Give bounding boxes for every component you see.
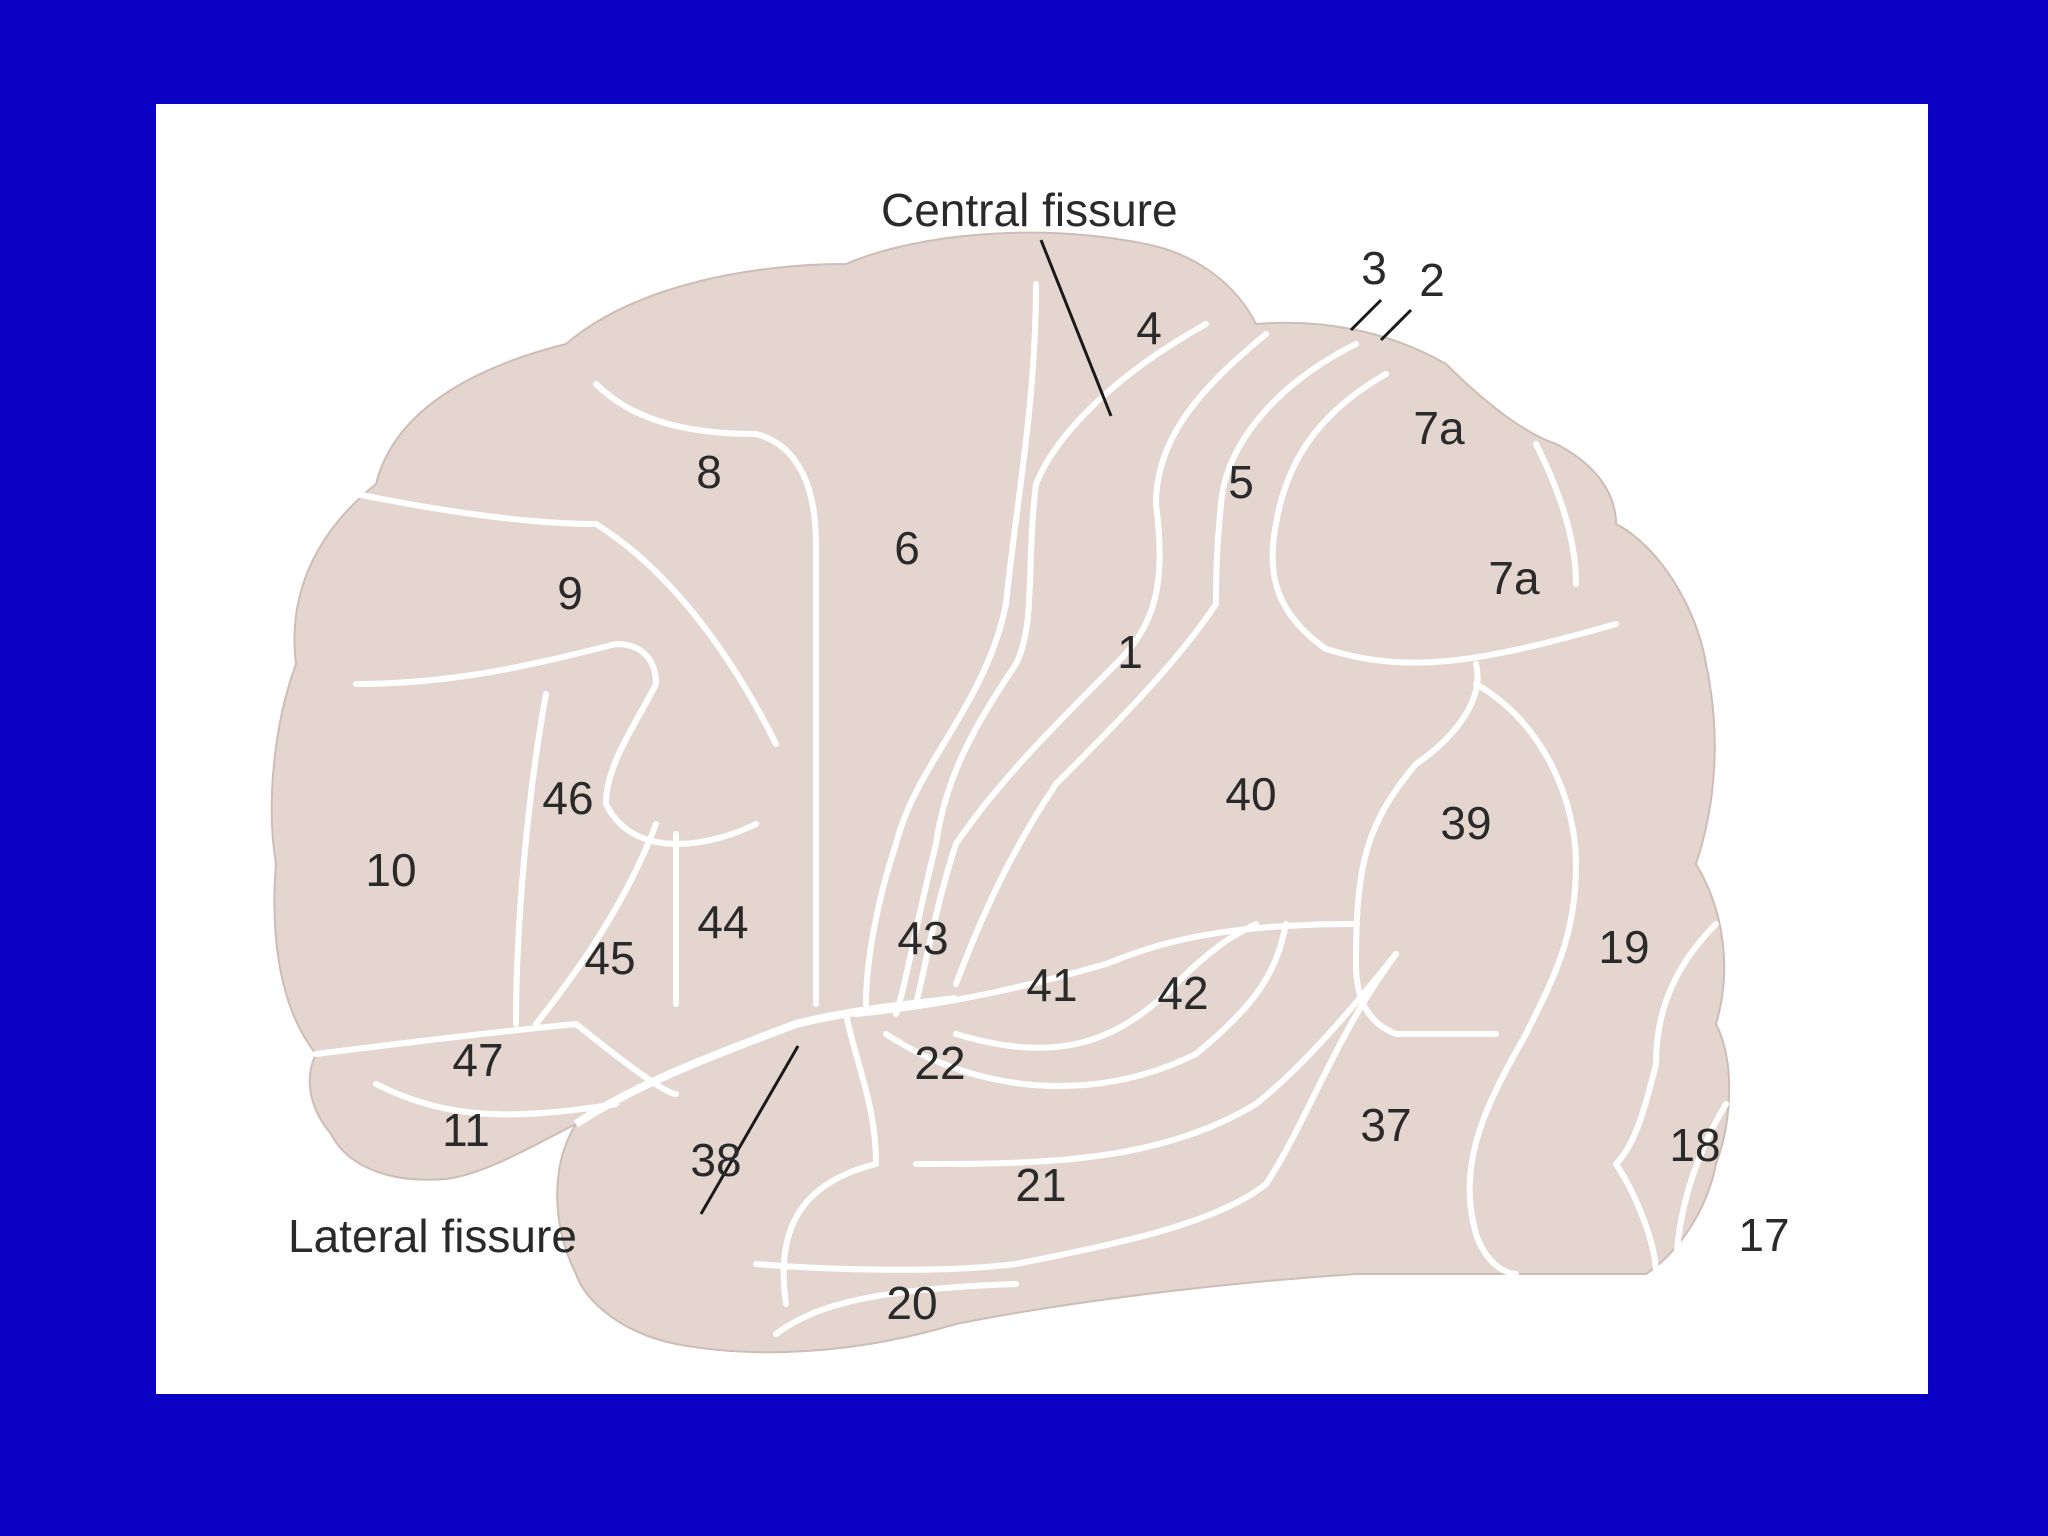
- boundary-10-46: [353, 641, 759, 847]
- central-fissure-label: Central fissure: [881, 184, 1178, 236]
- area-label-41: 41: [1026, 959, 1077, 1011]
- area-label-19: 19: [1598, 921, 1649, 973]
- boundary-7a-inner: [1533, 441, 1579, 587]
- area-label-42: 42: [1157, 967, 1208, 1019]
- boundary-5-7a: [1269, 371, 1619, 666]
- area-label-22: 22: [914, 1037, 965, 1089]
- area-label-43: 43: [897, 912, 948, 964]
- lateral-fissure-gap: [573, 995, 957, 1128]
- area-label-46: 46: [542, 772, 593, 824]
- boundary-19-18: [1613, 921, 1719, 1277]
- boundary-20: [773, 1281, 1019, 1337]
- area-label-2: 2: [1419, 254, 1445, 306]
- area-label-39: 39: [1440, 797, 1491, 849]
- area-label-7a-upper: 7a: [1413, 402, 1465, 454]
- diagram-panel: Central fissure Lateral fissure 3 2 4 8 …: [156, 104, 1928, 1394]
- area-2-leader: [1379, 308, 1413, 342]
- boundary-42: [953, 921, 1259, 1051]
- area-label-45: 45: [584, 932, 635, 984]
- lateral-fissure-label: Lateral fissure: [288, 1210, 577, 1262]
- cerebrum-outline: [270, 231, 1731, 1354]
- boundary-6-4: [863, 281, 1039, 1007]
- area-label-1: 1: [1117, 626, 1143, 678]
- area-label-38: 38: [690, 1134, 741, 1186]
- area-label-40: 40: [1225, 768, 1276, 820]
- boundary-40-39: [1353, 661, 1499, 1037]
- central-fissure-leader: [1039, 239, 1113, 417]
- area-label-7a-lower: 7a: [1488, 552, 1540, 604]
- area-label-17: 17: [1738, 1209, 1789, 1261]
- area-label-10: 10: [365, 844, 416, 896]
- boundary-22-37: [913, 951, 1399, 1167]
- area-label-47: 47: [452, 1034, 503, 1086]
- area-label-11: 11: [442, 1104, 490, 1156]
- central-sulcus: [893, 321, 1209, 1017]
- area-label-18: 18: [1669, 1119, 1720, 1171]
- boundary-21-37: [753, 951, 1399, 1273]
- boundary-11: [373, 1081, 619, 1118]
- boundary-18-17: [1673, 1101, 1729, 1277]
- area-label-37: 37: [1360, 1099, 1411, 1151]
- boundary-2-5: [953, 341, 1359, 987]
- area-label-4: 4: [1136, 302, 1162, 354]
- area-label-6: 6: [894, 522, 920, 574]
- boundary-22-38: [843, 1011, 879, 1167]
- area-label-44: 44: [697, 896, 748, 948]
- lateral-fissure-leader: [699, 1045, 800, 1215]
- boundary-8-9: [353, 491, 779, 747]
- area-label-20: 20: [886, 1277, 937, 1329]
- area-3-leader: [1349, 298, 1383, 332]
- boundary-22-42: [883, 921, 1289, 1089]
- area-label-21: 21: [1015, 1159, 1066, 1211]
- area-label-9: 9: [557, 567, 583, 619]
- boundary-46-45: [513, 691, 549, 1027]
- brain-diagram: Central fissure Lateral fissure 3 2 4 8 …: [270, 184, 1790, 1354]
- area-label-5: 5: [1228, 456, 1254, 508]
- boundary-45-44: [533, 821, 659, 1027]
- boundary-39-19: [1466, 681, 1579, 1277]
- area-label-8: 8: [696, 446, 722, 498]
- boundary-8-top: [593, 381, 819, 1007]
- area-label-3: 3: [1361, 242, 1387, 294]
- boundary-1-2: [913, 331, 1269, 1007]
- boundary-38-21: [780, 1161, 879, 1307]
